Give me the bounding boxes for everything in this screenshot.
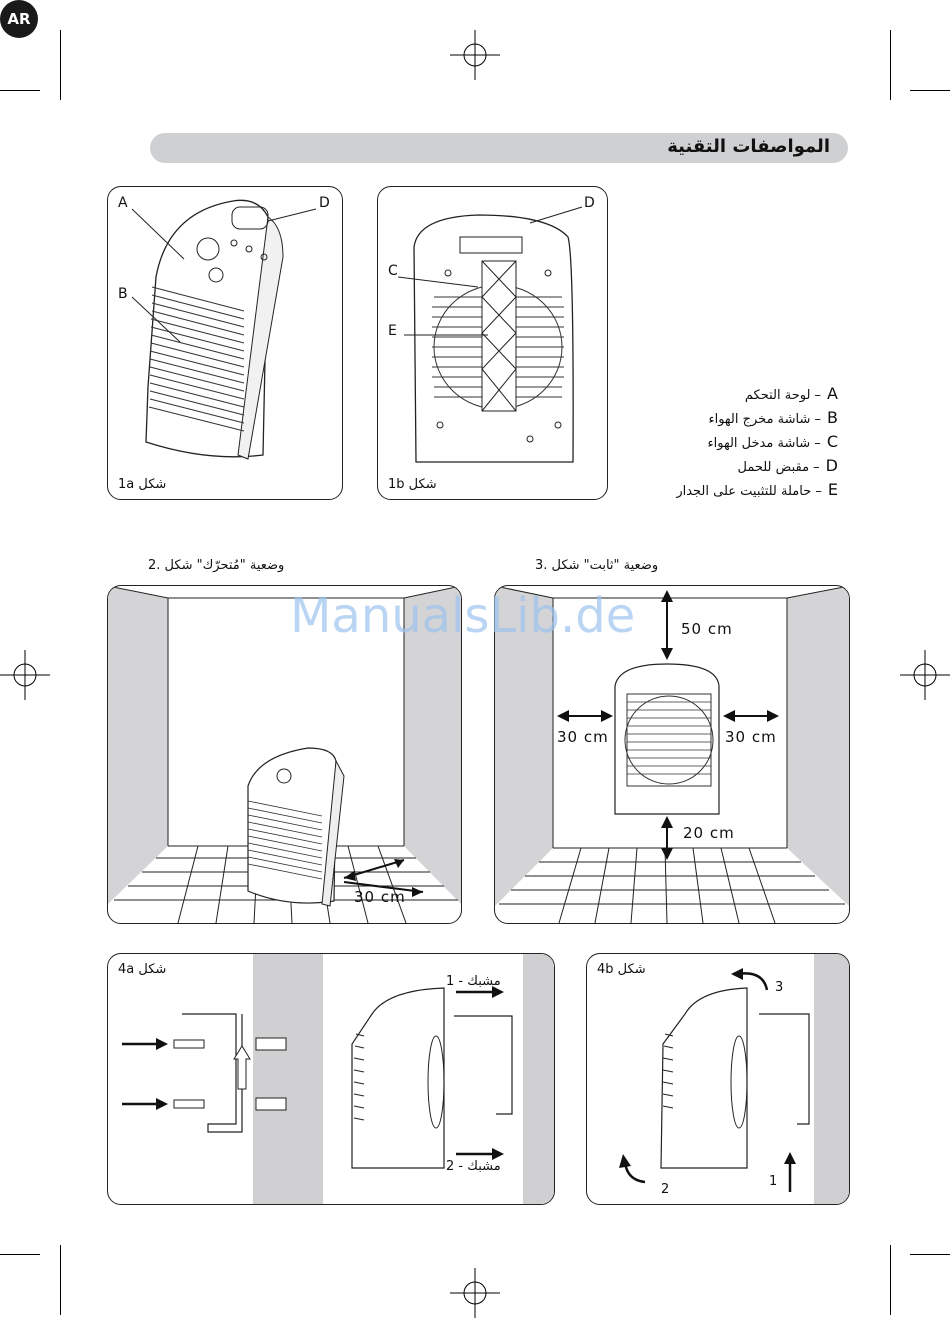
registration-mark [0, 650, 50, 700]
crop-mark [0, 90, 40, 91]
hook-2-label: مشبك - 2 [446, 1159, 501, 1174]
distance-label: 30 cm [354, 888, 406, 906]
distance-top-label: 50 cm [681, 620, 733, 638]
figure-4a-panel: شكل 4a مشبك - 1 مشبك - 2 [107, 953, 555, 1205]
step-3-label: 3 [775, 980, 783, 995]
figure-1b-panel: C E D شكل 1b [377, 186, 608, 500]
crop-mark [890, 30, 891, 100]
figure-3-caption: وضعية "ثابت" شكل .3 [535, 558, 658, 573]
figure-4b-panel: شكل 4b 1 2 3 [586, 953, 850, 1205]
watermark: ManualsLib.de [290, 588, 635, 644]
legend-item-b: B– شاشة مخرج الهواء [708, 408, 838, 427]
section-header-bar: المواصفات التقنية [150, 133, 848, 163]
heater-back-illustration [378, 187, 607, 499]
page-title: المواصفات التقنية [667, 136, 830, 157]
language-badge: AR [0, 0, 38, 38]
hook-1-label: مشبك - 1 [446, 974, 501, 989]
crop-mark [0, 1254, 40, 1255]
distance-bottom-label: 20 cm [683, 824, 735, 842]
crop-mark [910, 1254, 950, 1255]
registration-mark [450, 1268, 500, 1318]
legend-item-c: C– شاشة مدخل الهواء [708, 432, 838, 451]
label-b: B [118, 286, 128, 302]
crop-mark [60, 1245, 61, 1315]
registration-mark [900, 650, 950, 700]
figure-1a-panel: A B D شكل 1a [107, 186, 343, 500]
figure-caption: شكل 4a [118, 962, 166, 977]
label-e: E [388, 323, 397, 339]
crop-mark [60, 30, 61, 100]
wall-hanging-illustration [587, 954, 849, 1204]
crop-mark [910, 90, 950, 91]
label-d: D [319, 195, 330, 211]
legend-item-d: D– مقبض للحمل [738, 456, 839, 475]
crop-mark [890, 1245, 891, 1315]
figure-caption: شكل 1a [118, 477, 166, 492]
distance-left-label: 30 cm [557, 728, 609, 746]
figure-caption: شكل 1b [388, 477, 437, 492]
figure-2-caption: وضعية "مُتحرّك" شكل .2 [148, 558, 284, 573]
legend-item-a: A– لوحة التحكم [745, 384, 838, 403]
label-c: C [388, 263, 398, 279]
legend-item-e: E– حاملة للتثبيت على الجدار [676, 480, 838, 499]
label-a: A [118, 195, 128, 211]
distance-right-label: 30 cm [725, 728, 777, 746]
step-1-label: 1 [769, 1174, 777, 1189]
figure-caption: شكل 4b [597, 962, 646, 977]
heater-front-illustration [108, 187, 342, 499]
label-d: D [584, 195, 595, 211]
step-2-label: 2 [661, 1182, 669, 1197]
registration-mark [450, 30, 500, 80]
